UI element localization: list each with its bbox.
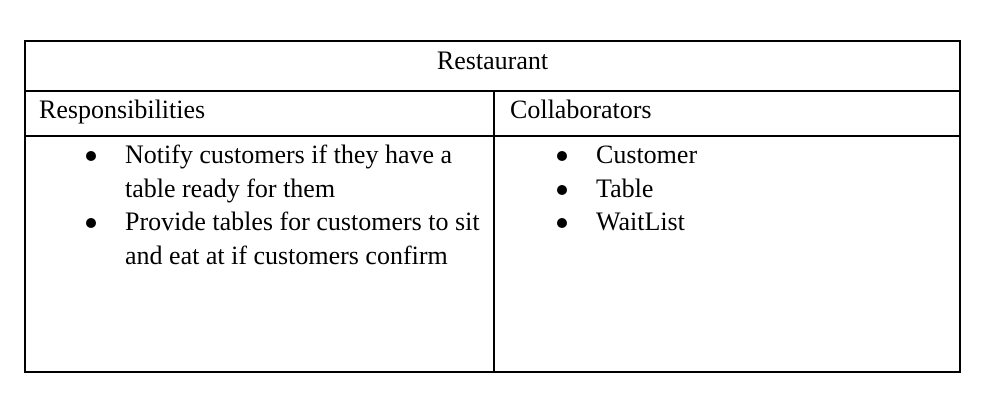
column-divider (493, 92, 495, 371)
responsibilities-list: Notify customers if they have a table re… (86, 138, 485, 272)
responsibilities-header: Responsibilities (39, 95, 206, 124)
responsibility-item: Provide tables for customers to sit and … (86, 205, 485, 272)
collaborators-header: Collaborators (510, 95, 652, 124)
collaborator-text: Customer (596, 140, 698, 169)
bullet-icon (557, 151, 567, 161)
collaborators-list: Customer Table WaitList (557, 138, 936, 239)
collaborator-item: Customer (557, 138, 936, 172)
crc-card: Restaurant Responsibilities Collaborator… (24, 40, 961, 373)
bullet-icon (86, 218, 96, 228)
collaborator-text: WaitList (596, 207, 685, 236)
bullet-icon (557, 218, 567, 228)
responsibility-item: Notify customers if they have a table re… (86, 138, 485, 205)
responsibility-text: Provide tables for customers to sit and … (125, 207, 480, 270)
class-name-title: Restaurant (26, 42, 959, 92)
bullet-icon (86, 151, 96, 161)
header-row: Responsibilities Collaborators (26, 92, 959, 137)
collaborator-item: WaitList (557, 205, 936, 239)
collaborator-item: Table (557, 172, 936, 206)
responsibility-text: Notify customers if they have a table re… (125, 140, 453, 203)
collaborator-text: Table (596, 173, 654, 203)
bullet-icon (557, 184, 567, 195)
